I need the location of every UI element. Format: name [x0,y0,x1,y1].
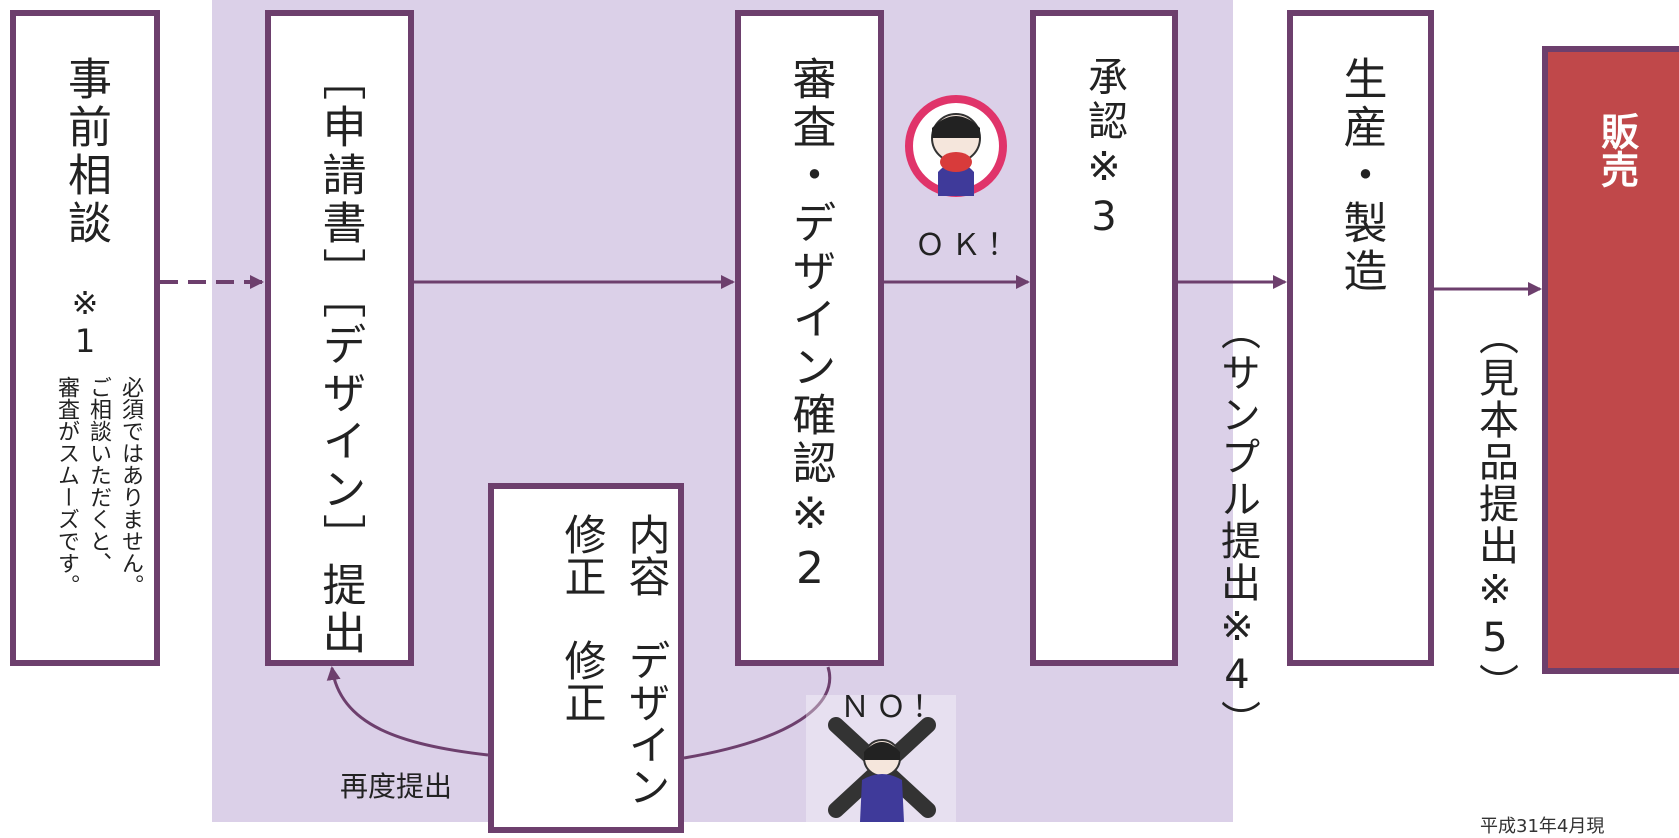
step-consult-note: 必須ではありません。 ご相談いただくと、 審査がスムーズです。 [24,376,146,650]
step-review: 審査・デザイン確認※2 [735,10,884,666]
step-approve-text-inner: 承認※3 [1075,56,1133,244]
step-consult-title-wrap: 事前相談 [16,56,154,416]
step-approve-title: 承認 [1081,56,1127,144]
arrow-review-to-revise [683,666,832,760]
step-revise-text: 内容修正 デザイン修正 [494,513,678,827]
step-approve-ref: ※3 [1081,144,1127,244]
step-produce-title: 生産・製造 [1335,56,1387,296]
step-consult: 事前相談 ※1 必須ではありません。 ご相談いただくと、 審査がスムーズです。 [10,10,160,666]
consult-note-line-2: ご相談いただくと、 [86,376,111,574]
consult-note-line-1: 必須ではありません。 [118,376,143,596]
arrow-revise-to-apply [326,666,489,757]
kimono-girl-no-icon [806,695,956,822]
step-revise-line-2: デザイン修正 [558,638,671,807]
date-footnote: 平成31年4月現 [1480,816,1605,837]
step-approve-text: 承認※3 [1036,56,1172,244]
step-review-title: 審査・デザイン確認 [784,56,836,488]
no-label: ＮＯ！ [840,690,948,725]
step-consult-title: 事前相談 [60,56,111,248]
specimen-submission-label: （見本品提出※5） [1472,315,1518,705]
step-sale-title: 販売 [1594,112,1639,188]
step-consult-ref: ※1 [16,284,154,369]
ok-label: ＯＫ！ [915,228,1023,263]
step-review-text: 審査・デザイン確認※2 [741,56,878,598]
resubmit-label: 再度提出 [340,770,453,803]
step-apply: ［申請書］［デザイン］提出 [265,10,414,666]
step-consult-ref-text: ※1 [66,284,104,360]
consult-note-line-3: 審査がスムーズです。 [54,376,79,596]
step-approve: 承認※3 [1030,10,1178,666]
step-sale: 販売 [1542,46,1679,674]
sample-submission-label: （サンプル提出※4） [1214,310,1260,742]
step-revise: 内容修正 デザイン修正 [488,483,684,833]
step-produce: 生産・製造 [1287,10,1434,666]
step-apply-title: ［申請書］［デザイン］提出 [314,56,366,658]
step-review-ref: ※2 [784,488,836,598]
step-revise-line-1: 内容修正 [558,513,671,597]
kimono-girl-ok-icon [905,95,1007,197]
step-review-text-inner: 審査・デザイン確認※2 [778,56,842,598]
